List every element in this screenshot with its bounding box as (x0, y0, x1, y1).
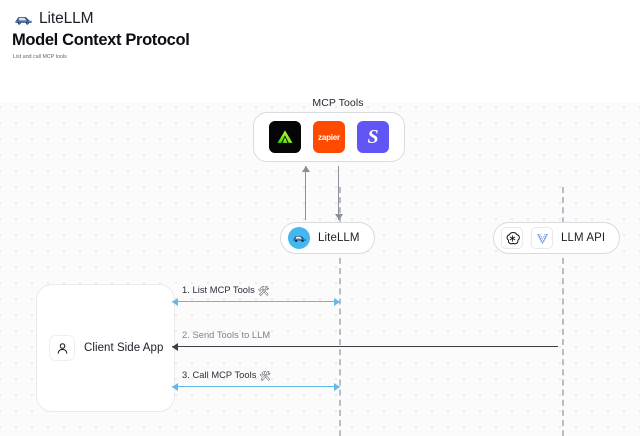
message-label: 2. Send Tools to LLM (182, 330, 270, 340)
mcp-tools-label: MCP Tools (0, 97, 640, 109)
arrow-head-left-icon (172, 297, 178, 306)
page-subtitle: List and call MCP tools (13, 54, 67, 60)
arrow-head-down-icon (335, 214, 343, 220)
message-label-text: 2. Send Tools to LLM (182, 330, 271, 340)
arrow-shaft (338, 166, 339, 220)
mcp-tools-group: zapier S (253, 112, 405, 162)
message-label-text: 3. Call MCP Tools (182, 370, 257, 380)
zapier-tool-tile[interactable]: zapier (313, 121, 345, 153)
arrow-litellm-to-mcp (300, 166, 312, 220)
lifeline-llm-api (562, 187, 564, 436)
lifeline-litellm (339, 187, 341, 436)
arrow-head-left-icon (172, 382, 178, 391)
node-litellm[interactable]: LiteLLM (280, 222, 375, 254)
litellm-logo-icon (15, 16, 32, 24)
brand-name: LiteLLM (39, 10, 94, 28)
tools-emoji-icon: 🛠 (259, 371, 272, 381)
arrow-mcp-to-litellm (333, 166, 345, 220)
client-side-app-box[interactable]: Client Side App (36, 284, 175, 412)
node-litellm-label: LiteLLM (318, 232, 360, 244)
arrow-head-right-icon (334, 297, 340, 306)
message-send-tools-to-llm: 2. Send Tools to LLM (172, 330, 558, 352)
message-label: 3. Call MCP Tools🛠 (182, 370, 271, 382)
openai-icon-tile (501, 227, 523, 249)
user-icon-tile (49, 335, 75, 361)
gemini-icon (537, 233, 547, 243)
node-llm-api[interactable]: LLM API (493, 222, 621, 254)
arrow-head-right-icon (334, 382, 340, 391)
astra-tool-tile[interactable] (269, 121, 301, 153)
canvas-top-mask (0, 62, 640, 103)
message-label: 1. List MCP Tools🛠 (182, 285, 270, 297)
user-icon (57, 342, 67, 354)
tools-emoji-icon: 🛠 (257, 286, 270, 296)
message-call-mcp-tools: 3. Call MCP Tools🛠 (172, 370, 340, 392)
arrow-head-left-icon (172, 342, 178, 351)
client-side-app-label: Client Side App (84, 342, 164, 354)
litellm-avatar-icon (288, 227, 310, 249)
slack-tool-tile[interactable]: S (357, 121, 389, 153)
slack-icon: S (367, 126, 379, 148)
arrow-shaft (305, 166, 306, 220)
node-llm-api-label: LLM API (561, 232, 606, 244)
page-title: Model Context Protocol (12, 31, 190, 49)
openai-icon (506, 231, 520, 244)
message-line (172, 301, 340, 302)
gemini-icon-tile (531, 227, 553, 249)
message-list-mcp-tools: 1. List MCP Tools🛠 (172, 285, 340, 307)
arrow-head-up-icon (302, 166, 310, 172)
mcp-tools-label-text: MCP Tools (312, 97, 364, 109)
zapier-icon: zapier (318, 132, 340, 142)
green-triangle-icon (277, 130, 293, 143)
message-label-text: 1. List MCP Tools (182, 285, 255, 295)
message-line (172, 386, 340, 387)
litellm-logo-icon (292, 236, 306, 242)
brand: LiteLLM (14, 8, 94, 30)
message-line (172, 346, 558, 347)
diagram-canvas: MCP Tools zapier (0, 62, 640, 436)
